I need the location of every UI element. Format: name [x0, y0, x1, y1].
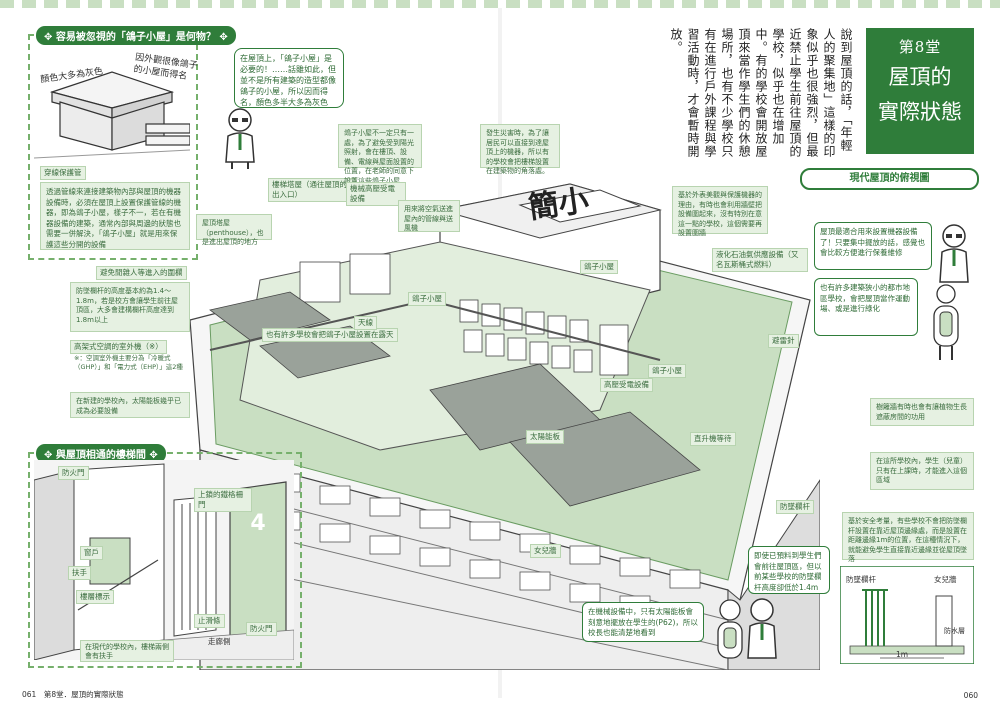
- diagram-label-parapet: 女兒牆: [934, 575, 957, 584]
- note-old-railing: 即使已預料到學生們會前往屋頂區，但以前某些學校的防墜欄杆高度卻低於1.4m: [748, 546, 830, 594]
- stairwell-panel-title: ✥ 與屋頂相通的樓梯間 ✥: [36, 444, 166, 463]
- footer-left: 061 第8堂．屋頂的實際狀態: [22, 690, 124, 699]
- label-pipe-protection: 穿線保護管: [40, 166, 86, 180]
- chapter-number: 第8堂: [898, 38, 942, 56]
- stair-label-fire-door-top: 防火門: [58, 466, 89, 480]
- chapter-title-line2: 實際狀態: [878, 100, 962, 124]
- section-title: 現代屋頂的俯視圖: [800, 168, 979, 190]
- label-helipad: 直升機等待: [690, 432, 736, 446]
- door-number: 4: [250, 511, 265, 536]
- label-penthouse: 屋頂塔屋（penthouse），也是進出屋頂的地方: [196, 214, 272, 246]
- label-penthouse-stair: 樓梯塔屋（通往屋頂的出入口）: [268, 178, 356, 202]
- pigeon-bubble: 在屋頂上，「鴿子小屋」是必要的！……話雖如此，但並不是所有建築的造型都像鴿子的小…: [234, 48, 344, 108]
- chapter-title-line1: 屋頂的: [888, 65, 952, 89]
- label-low-railing: 防墜欄杆: [776, 500, 814, 514]
- label-outdoor-unit: 高架式空調的室外機（※）: [70, 340, 167, 354]
- note-hedge: 樹籬牆有時也會有讓植物生長遮蔽房間的功用: [870, 398, 974, 426]
- chapter-header: 第8堂 屋頂的 實際狀態: [866, 28, 974, 154]
- label-lightning: 避雷針: [768, 334, 799, 348]
- stair-caption: 在現代的學校內，樓梯兩側會有扶手: [80, 640, 174, 662]
- label-pigeon-small: 鴿子小屋: [580, 260, 618, 274]
- label-pigeon-low: 鴿子小屋: [648, 364, 686, 378]
- stair-label-fire-door: 防火門: [246, 622, 277, 636]
- label-gas-enclosure: 基於外表美觀與保護機器的理由，有時也會利用牆壁把設備圍起來，沒有特別在意這一點的…: [672, 186, 768, 237]
- diagram-label-dimension: 1m: [896, 650, 909, 659]
- pigeon-house-panel-title: ✥ 容易被忽視的「鴿子小屋」是何物？ ✥: [36, 26, 236, 45]
- label-solar-note: 也有許多學校會把鴿子小屋設置在露天: [262, 328, 398, 342]
- note-student-access: 在這所學校內，學生（兒童）只有在上課時，才能進入這個區域: [870, 452, 974, 490]
- note-solar-visible: 在機械設備中，只有太陽能板會刻意地擺放在學生的(P62)，所以校長也能清楚地看到: [582, 602, 704, 642]
- stair-label-window: 窗戶: [80, 546, 103, 560]
- label-lpg-supply: 液化石油氣供應設備（又名瓦斯桶式燃料）: [712, 248, 808, 272]
- stair-label-locked-gate: 上鎖的鐵格柵門: [194, 488, 252, 512]
- label-antenna: 天線: [354, 316, 377, 330]
- stair-label-corridor: 走廊側: [208, 637, 231, 646]
- intro-text: 說到屋頂的話，「年輕人的聚集地」這樣的印象似乎也很強烈，但最近禁止學生前往屋頂的…: [669, 28, 853, 158]
- label-solar-panel: 太陽能板: [526, 430, 564, 444]
- pigeon-house-description: 透過管線來連接建築物內部與屋頂的機器設備時，必須在屋頂上設置保護管線的機器，即為…: [40, 182, 190, 250]
- label-pigeon-mid: 鴿子小屋: [408, 292, 446, 306]
- pigeon-house-illustration: [34, 71, 190, 159]
- label-parapet: 女兒牆: [530, 544, 561, 558]
- label-air-duct: 用來將空氣送進屋內的管線與送風機: [398, 200, 460, 232]
- teacher-figure-right: [939, 224, 969, 283]
- note-urban-schools: 也有許多建築狹小的都市地區學校，會把屋頂當作運動場、或是進行綠化: [814, 278, 918, 336]
- label-outdoor-unit-note: ※：空調室外機主要分為「冷暖式（GHP）」和「電力式（EHP）」這2種: [74, 354, 183, 371]
- top-band: [0, 0, 1000, 8]
- teacher-figure-top: [225, 108, 255, 169]
- label-high-voltage: 高壓受電設備: [600, 378, 653, 392]
- railing-section-diagram: [840, 566, 974, 664]
- roof-sign-text: 簡小: [527, 183, 591, 226]
- note-equipment-convenient: 屋頂最適合用來設置機器設備了！只要集中擺放的話，感覺也會比較方便進行保養維修: [814, 222, 932, 270]
- skeleton-model-figure: [933, 284, 959, 360]
- note-railing-distance: 基於安全考量，有些學校不會把防墜欄杆設置在靠近屋頂邊緣處，而是設置在距離邊緣1m…: [842, 512, 974, 563]
- label-emergency-railing: 避免閒雜人等進入的圍欄: [96, 266, 187, 280]
- stair-label-step-edge: 止滑條: [194, 614, 225, 628]
- label-railing-height: 防墜欄杆的高度基本約為1.4～1.8m，若是校方會讓學生前往屋頂區，大多會建構欄…: [70, 282, 190, 332]
- stair-label-handrail: 扶手: [68, 566, 91, 580]
- label-solar-desc: 在新建的學校內，太陽能板幾乎已成為必要設備: [70, 392, 190, 418]
- diagram-label-waterproof: 防水層: [944, 627, 965, 635]
- stair-label-floor-sign: 樓層標示: [76, 590, 114, 604]
- label-elevator-room: 機械高壓受電設備: [346, 182, 406, 206]
- label-fire-escape: 發生災害時，為了讓居民可以直接到達屋頂上的機器，所以有的學校會把樓梯設置在建築物…: [480, 124, 560, 175]
- diagram-label-railing: 防墜欄杆: [846, 575, 876, 584]
- footer-right: 060: [963, 691, 978, 700]
- label-pigeon-multiple: 鴿子小屋不一定只有一處，為了避免受到陽光照射，會在樓頂、設備、電線與屋面設置的位…: [338, 124, 422, 185]
- teacher-figure-bottom: [717, 598, 777, 659]
